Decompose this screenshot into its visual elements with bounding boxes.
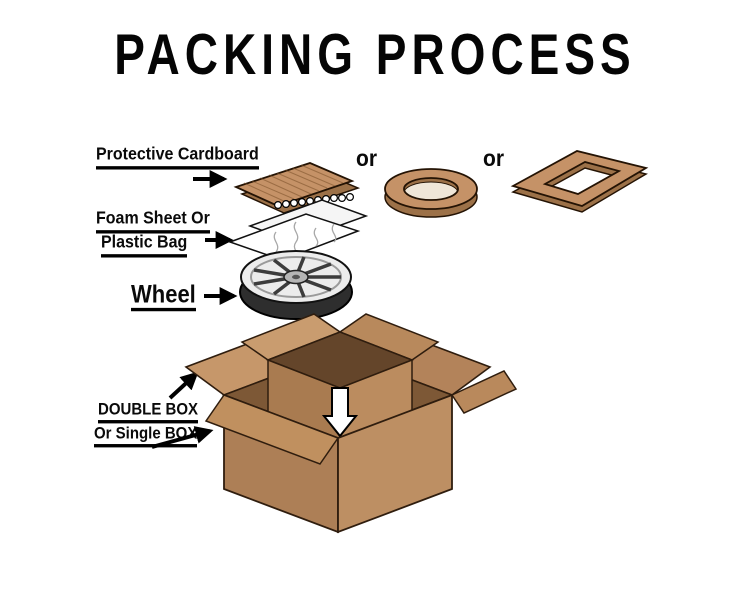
arrow-double-box-upper [168,371,199,400]
foam-sheet-icon [227,193,369,261]
outer-box-right-face [337,393,453,534]
insert-down-arrow-icon [321,387,359,438]
foam-sheet-label-line2: Plastic Bag [101,233,188,258]
diagram-title: PACKING PROCESS [114,21,636,87]
double-box-label-line1: DOUBLE BOX [98,401,199,424]
cardboard-frame-icon [510,150,649,213]
outer-box-front-right-flap [450,370,518,414]
double-box-label-line2: Or Single BOX [94,425,198,448]
double-box-icon [184,313,518,534]
or-label-right: or [483,146,504,172]
wheel-icon [239,250,353,320]
cardboard-ring-icon [384,168,478,218]
or-label-left: or [356,146,377,172]
pointer-arrows [151,170,238,449]
wheel-label: Wheel [131,281,196,312]
protective-cardboard-sheet-icon [233,162,361,214]
arrow-double-box-lower [151,426,214,449]
foam-sheet-label-line1: Foam Sheet Or [96,209,210,234]
protective-cardboard-label: Protective Cardboard [96,145,259,170]
outer-box-front-left-flap [204,394,340,465]
